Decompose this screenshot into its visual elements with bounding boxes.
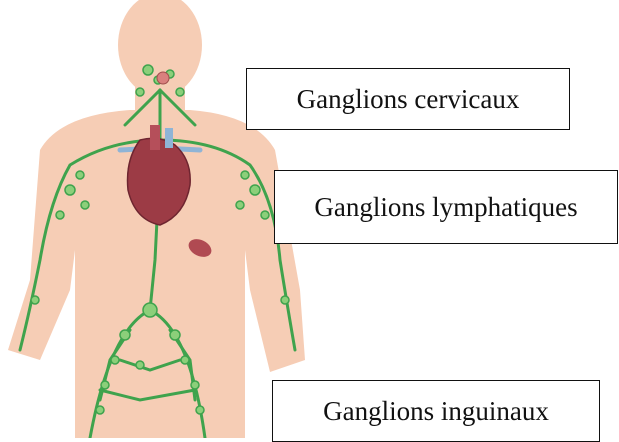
thymus-node	[157, 72, 169, 84]
label-inguinal-text: Ganglions inguinaux	[323, 396, 549, 427]
label-lymph-nodes: Ganglions lymphatiques	[274, 170, 618, 244]
label-cervical-text: Ganglions cervicaux	[297, 84, 520, 115]
label-inguinal-nodes: Ganglions inguinaux	[272, 380, 600, 442]
label-lymph-text: Ganglions lymphatiques	[314, 192, 577, 223]
label-cervical-nodes: Ganglions cervicaux	[246, 68, 570, 130]
